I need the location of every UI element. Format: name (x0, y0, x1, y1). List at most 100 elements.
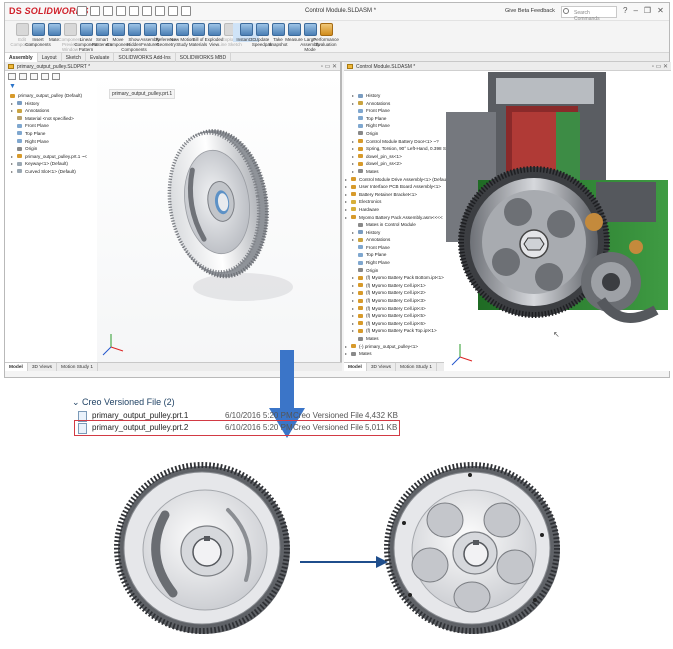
ribbon-button[interactable]: Component Preview Window (57, 23, 83, 52)
tree-item[interactable]: User Interface PCB Board Assembly<1> (345, 183, 450, 191)
tree-item[interactable]: Hardware (345, 206, 450, 214)
pane-controls[interactable]: ▫ ▭ ✕ (651, 64, 668, 70)
tree-item[interactable]: Right Plane (357, 122, 450, 130)
tab-solidworks-mbd[interactable]: SOLIDWORKS MBD (176, 53, 232, 62)
tree-item[interactable]: History (352, 229, 450, 237)
app-logo[interactable]: DS SOLIDWORKS (9, 6, 89, 16)
ribbon-button[interactable]: Exploded View (201, 23, 227, 47)
tab-model[interactable]: Model (5, 363, 28, 371)
tab-3d-views[interactable]: 3D Views (28, 363, 58, 371)
pane-controls[interactable]: ▫ ▭ ✕ (320, 64, 337, 70)
ribbon-button[interactable]: Instant3D (233, 23, 259, 42)
undo-icon[interactable] (142, 6, 152, 16)
ribbon-button[interactable]: Performance Evaluation (313, 23, 339, 47)
tree-item[interactable]: (-) primary_output_pulley<1> (345, 343, 450, 351)
ribbon-button[interactable]: Smart Fasteners (89, 23, 115, 47)
ribbon-button[interactable]: Large Assembly Mode (297, 23, 323, 52)
tree-item[interactable]: (f) Myomo Battery Pack Top.ipt<1> (352, 327, 450, 335)
home-icon[interactable] (77, 6, 87, 16)
ribbon-button[interactable]: Assembly Features (137, 23, 163, 47)
minimize-icon[interactable]: – (633, 6, 638, 15)
tab-motion-study-1[interactable]: Motion Study 1 (396, 363, 438, 371)
ribbon-button[interactable]: Show Hidden Components (121, 23, 147, 52)
tree-item[interactable]: Myomo Battery Pack Assembly.asm<<<< (345, 214, 450, 222)
tab-model[interactable]: Model (344, 363, 367, 371)
tree-item[interactable]: Keyway<1> (Default) (11, 160, 87, 168)
filter-icon[interactable]: ▼ (9, 83, 16, 90)
tree-item[interactable]: Annotations (352, 100, 450, 108)
ribbon-button[interactable]: New Motion Study (169, 23, 195, 47)
new-file-icon[interactable] (90, 6, 100, 16)
save-icon[interactable] (116, 6, 126, 16)
ribbon-button[interactable]: Linear Component Pattern (73, 23, 99, 52)
tree-item[interactable]: (f) Myomo Battery Cell.ipt<4> (352, 305, 450, 313)
tree-item[interactable]: (f) Myomo Battery Cell.ipt<2> (352, 289, 450, 297)
tree-item[interactable]: Top Plane (357, 251, 450, 259)
tree-item[interactable]: Origin (16, 145, 87, 153)
tree-item[interactable]: Mates (345, 350, 450, 358)
tab-layout[interactable]: Layout (38, 53, 62, 62)
tree-item[interactable]: dowel_pin_ss<1> (352, 153, 450, 161)
ribbon-button[interactable]: Move Component (105, 23, 131, 47)
select-icon[interactable] (155, 6, 165, 16)
ribbon-button[interactable]: Edit Component (9, 23, 35, 47)
ribbon-button[interactable]: Mate (41, 23, 67, 42)
file-row[interactable]: primary_output_pulley.prt.2 6/10/2016 5:… (74, 421, 404, 436)
beta-feedback-link[interactable]: Give Beta Feedback (505, 8, 555, 14)
open-file-icon[interactable] (103, 6, 113, 16)
close-icon[interactable]: ✕ (657, 6, 664, 15)
tree-item[interactable]: Origin (357, 130, 450, 138)
tree-item[interactable]: Right Plane (357, 259, 450, 267)
tree-item[interactable]: Control Module Drive Assembly<1> (Defaul… (345, 176, 450, 184)
ribbon-button[interactable]: Insert Components (25, 23, 51, 47)
tree-item[interactable]: (f) Myomo Battery Pack Bottom.ipt<1> (352, 274, 450, 282)
tree-item[interactable]: History (352, 92, 450, 100)
tree-item[interactable]: dowel_pin_ss<2> (352, 160, 450, 168)
feature-tree-icon[interactable] (8, 73, 16, 80)
tree-item[interactable]: Front Plane (357, 107, 450, 115)
tree-item[interactable]: (f) Myomo Battery Cell.ipt<1> (352, 282, 450, 290)
tree-item[interactable]: Battery Retainer Bracket<1> (345, 191, 450, 199)
ribbon-button[interactable]: Update Speedpak (249, 23, 275, 47)
tree-item[interactable]: Material <not specified> (16, 115, 87, 123)
tab-evaluate[interactable]: Evaluate (86, 53, 115, 62)
tree-item[interactable]: primary_output_pulley.prt.1 ~< (11, 153, 87, 161)
file-row[interactable]: primary_output_pulley.prt.1 6/10/2016 5:… (74, 409, 404, 424)
tree-item[interactable]: Front Plane (16, 122, 87, 130)
tree-item[interactable]: Front Plane (357, 244, 450, 252)
tree-item[interactable]: Mates (357, 335, 450, 343)
tab-assembly[interactable]: Assembly (5, 53, 38, 62)
display-manager-icon[interactable] (52, 73, 60, 80)
tree-item[interactable]: Mates (352, 168, 450, 176)
rebuild-icon[interactable] (168, 6, 178, 16)
tree-item[interactable]: (f) Myomo Battery Cell.ipt<5> (352, 312, 450, 320)
configuration-icon[interactable] (30, 73, 38, 80)
tree-item[interactable]: Annotations (11, 107, 87, 115)
component-breadcrumb[interactable]: primary_output_pulley.prt.1 (109, 89, 176, 99)
search-commands-input[interactable]: Search Commands (561, 6, 617, 22)
tab-motion-study-1[interactable]: Motion Study 1 (57, 363, 99, 371)
restore-icon[interactable]: ❐ (643, 6, 652, 15)
part-viewport[interactable]: primary_output_pulley.prt.1 (97, 72, 340, 364)
tree-item[interactable]: Control Module Battery Door<1> ~? (352, 138, 450, 146)
tree-item[interactable]: History (11, 100, 87, 108)
property-manager-icon[interactable] (19, 73, 27, 80)
tree-item[interactable]: Right Plane (16, 138, 87, 146)
tree-item[interactable]: Electronics (345, 198, 450, 206)
tree-item[interactable]: Annotations (352, 236, 450, 244)
tab-sketch[interactable]: Sketch (62, 53, 86, 62)
tree-item[interactable]: Origin (357, 267, 450, 275)
tree-item[interactable]: Spring, Torsion, 90° Left-Hand, 0.398 Sp… (352, 145, 450, 153)
tab-solidworks-add-ins[interactable]: SOLIDWORKS Add-Ins (114, 53, 176, 62)
tree-item[interactable]: Top Plane (16, 130, 87, 138)
tab-3d-views[interactable]: 3D Views (367, 363, 397, 371)
tree-item[interactable]: Mates in Control Module (357, 221, 450, 229)
help-icon[interactable]: ? (623, 6, 628, 15)
tree-item[interactable]: Curved Slot<1> (Default) (11, 168, 87, 176)
tree-item[interactable]: Top Plane (357, 115, 450, 123)
ribbon-button[interactable]: Bill of Materials (185, 23, 211, 47)
file-group-header[interactable]: ⌄ Creo Versioned File (2) (72, 397, 175, 407)
tree-item[interactable]: (f) Myomo Battery Cell.ipt<6> (352, 320, 450, 328)
ribbon-button[interactable]: Reference Geometry (153, 23, 179, 47)
print-icon[interactable] (129, 6, 139, 16)
